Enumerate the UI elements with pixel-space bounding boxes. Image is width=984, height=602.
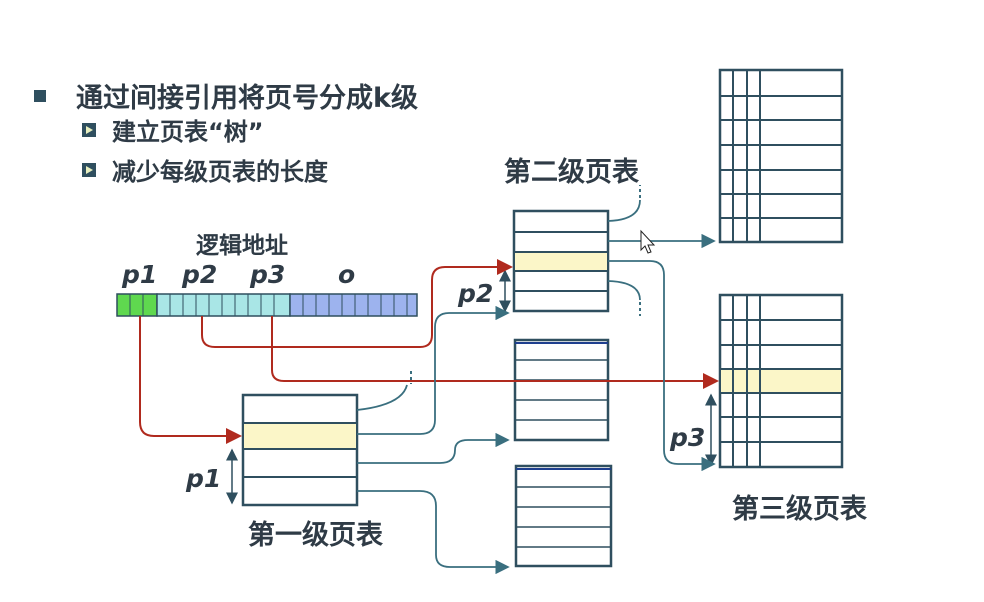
level3-page-table-top — [718, 68, 844, 244]
field-label-o: o — [338, 260, 355, 289]
level1-to-level2-second-arrow — [357, 432, 510, 464]
level1-pointer-dashed — [356, 384, 408, 411]
main-bullet: 通过间接引用将页号分成k级 — [34, 76, 418, 115]
triangle-bullet-icon — [82, 122, 96, 137]
sub-bullet-2: 减少每级页表的长度 — [82, 152, 328, 187]
level2-page-table-3 — [514, 464, 613, 568]
level2-page-table-2 — [513, 338, 610, 442]
main-bullet-text: 通过间接引用将页号分成k级 — [76, 83, 418, 114]
level1-title: 第一级页表 — [248, 519, 383, 551]
offset-label-p1: p1 — [185, 464, 221, 493]
sub-bullet-1: 建立页表“树” — [82, 112, 264, 147]
level2-title: 第二级页表 — [504, 156, 639, 188]
field-label-p1: p1 — [121, 260, 157, 289]
p3-red-arrow — [271, 316, 719, 389]
sub-bullet-2-text: 减少每级页表的长度 — [112, 158, 328, 186]
logical-address-bar — [116, 293, 418, 317]
level1-to-level2-main-arrow — [357, 305, 510, 435]
sub-bullet-1-text: 建立页表“树” — [112, 118, 264, 146]
level3-page-table-bottom — [718, 293, 844, 469]
field-label-p3: p3 — [249, 260, 285, 289]
offset-label-p3: p3 — [669, 423, 705, 452]
level3-title: 第三级页表 — [732, 493, 867, 525]
level1-page-table — [241, 393, 359, 507]
field-label-p2: p2 — [181, 260, 217, 289]
p2-red-arrow — [201, 259, 513, 348]
p1-red-arrow — [139, 316, 242, 444]
offset-label-p2: p2 — [457, 279, 493, 308]
level1-to-level2-third-arrow — [357, 490, 510, 575]
logical-address-label: 逻辑地址 — [196, 232, 288, 259]
square-bullet-icon — [34, 89, 46, 102]
level2-page-table-main — [512, 209, 610, 313]
mouse-cursor-icon — [640, 229, 656, 254]
level2-to-level3-bottom-arrow — [608, 260, 716, 472]
triangle-bullet-icon — [82, 162, 96, 177]
